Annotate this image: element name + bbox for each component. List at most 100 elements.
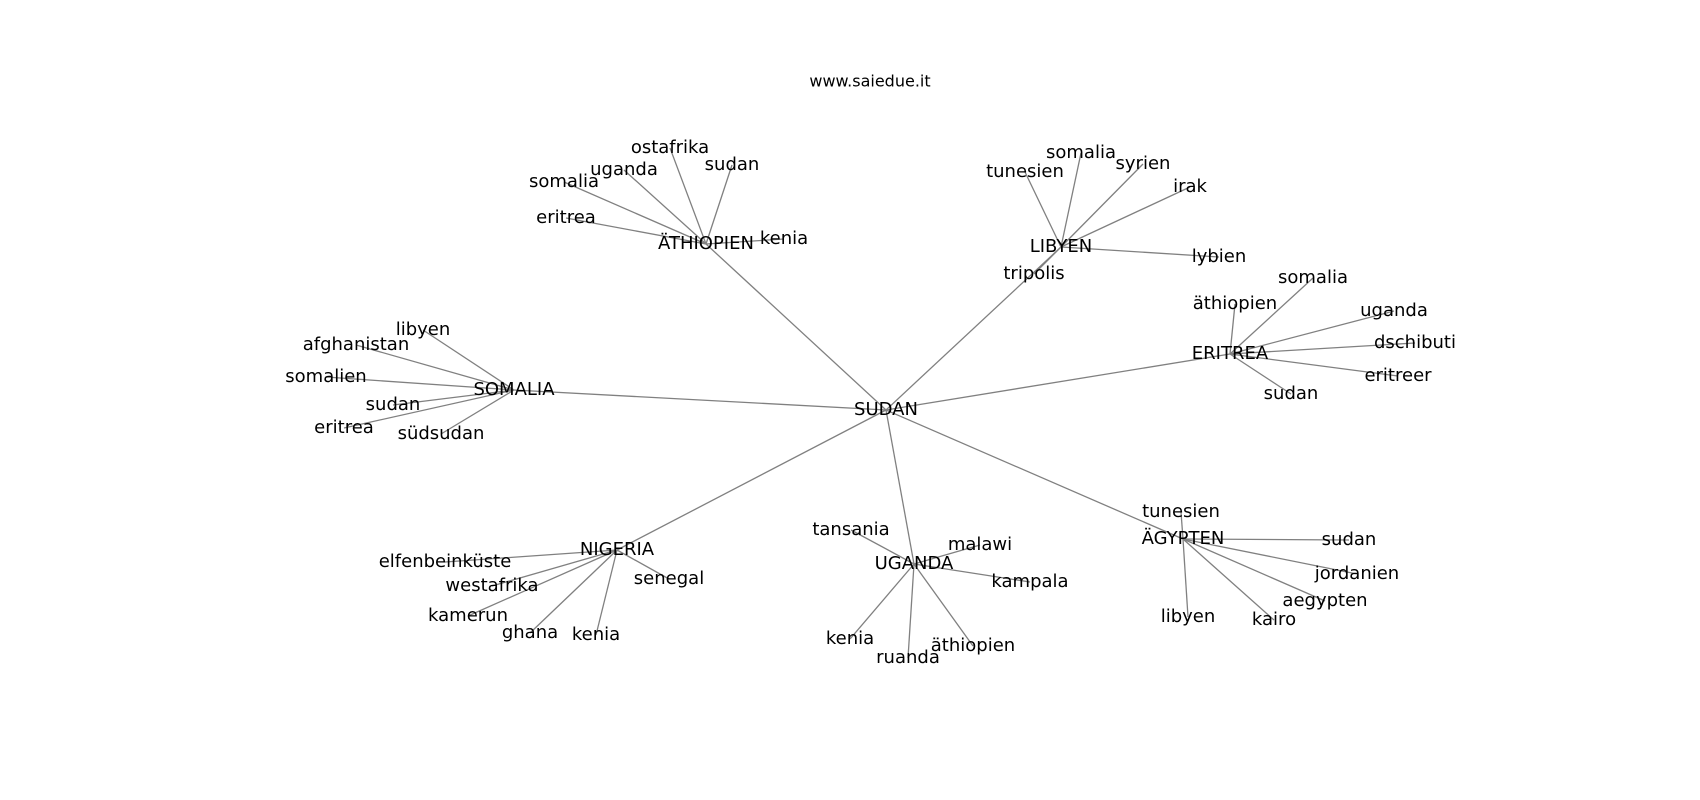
node-label-nig-ghana: ghana [502,622,558,643]
edge-sudan-uganda [885,409,915,565]
node-label-agy-libyen: libyen [1161,606,1216,627]
node-label-uga-malawi: malawi [948,534,1012,555]
edge-agypten-agy_aegypten [1182,538,1326,602]
edge-libyen-lib_tripolis [1033,246,1062,275]
edge-athiopien-ath_kenia [705,238,785,245]
edge-libyen-lib_somalia [1060,152,1082,248]
node-label-agy-aegypten: aegypten [1282,590,1367,611]
edge-nigeria-nig_ghana [529,549,618,634]
node-label-uga-ruanda: ruanda [876,647,940,668]
node-label-eri-somalia: somalia [1278,267,1348,288]
edge-agypten-agy_tunesien [1180,511,1184,540]
node-label-athiopien: ÄTHIOPIEN [658,233,754,254]
edge-somalia-som_afghanistan [355,344,515,391]
edge-sudan-eritrea [885,353,1231,411]
node-label-eri-sudan: sudan [1264,383,1319,404]
node-label-libyen: LIBYEN [1030,236,1093,257]
edge-uganda-uga_tansania [850,529,915,565]
edge-uganda-uga_kampala [913,563,1031,583]
node-label-agypten: ÄGYPTEN [1142,528,1225,549]
label-layer: SUDAN ÄTHIOPIEN LIBYEN ERITREA SOMALIA NIGERI… [285,137,1456,668]
node-label-som-eritrea: eritrea [314,417,374,438]
edge-somalia-som_somalien [325,376,515,391]
node-label-ath-uganda: uganda [590,159,658,180]
edge-eritrea-eri_dschibuti [1229,342,1416,355]
node-label-agy-kairo: kairo [1252,609,1296,630]
node-label-eritrea: ERITREA [1192,343,1269,364]
node-label-som-sudsudan: südsudan [398,423,485,444]
edge-eritrea-eri_sudan [1229,353,1292,395]
node-label-eri-uganda: uganda [1360,300,1428,321]
node-label-eri-eritreer: eritreer [1364,365,1432,386]
edge-athiopien-ath_eritrea [565,217,707,245]
node-label-ath-sudan: sudan [705,154,760,175]
node-label-som-afghanistan: afghanistan [303,334,410,355]
edge-eritrea-eri_uganda [1229,310,1395,355]
node-label-lib-tunesien: tunesien [986,161,1064,182]
node-label-lib-somalia: somalia [1046,142,1116,163]
edge-nigeria-nig_elfenbeinkuste [444,549,618,563]
node-label-agy-jordanien: jordanien [1314,563,1399,584]
edge-sudan-libyen [885,246,1062,411]
node-label-lib-tripolis: tripolis [1003,263,1064,284]
node-label-nig-senegal: senegal [634,568,704,589]
node-label-som-sudan: sudan [366,394,421,415]
edge-somalia-som_sudsudan [440,389,515,435]
node-label-ath-ostafrika: ostafrika [631,137,709,158]
edge-nigeria-nig_kenia [595,549,618,636]
edge-agypten-agy_jordanien [1182,538,1358,575]
node-label-lib-lybien: lybien [1192,246,1247,267]
edge-sudan-nigeria [616,409,887,551]
node-label-uga-tansania: tansania [812,519,889,540]
edge-uganda-uga_malawi [913,544,981,565]
node-label-lib-irak: irak [1173,176,1207,197]
node-label-agy-sudan: sudan [1322,529,1377,550]
node-label-sudan: SUDAN [854,399,918,420]
node-label-lib-syrien: syrien [1116,153,1171,174]
edge-athiopien-ath_somalia [563,181,707,245]
node-label-nig-kamerun: kamerun [428,605,508,626]
node-label-agy-tunesien: tunesien [1142,501,1220,522]
edge-nigeria-nig_kamerun [467,549,618,617]
edge-agypten-agy_kairo [1182,538,1275,621]
edge-sudan-somalia [513,389,887,411]
edge-eritrea-eri_athiopien [1229,303,1236,355]
node-label-som-libyen: libyen [396,319,451,340]
node-label-nigeria: NIGERIA [580,539,655,560]
edge-uganda-uga_ruanda [907,563,915,659]
edge-uganda-uga_kenia [849,563,915,640]
node-label-uganda: UGANDA [875,553,954,574]
edge-somalia-som_libyen [422,329,515,391]
node-label-ath-eritrea: eritrea [536,207,596,228]
node-label-ath-somalia: somalia [529,171,599,192]
node-label-nig-kenia: kenia [572,624,620,645]
edge-nigeria-nig_westafrika [491,549,618,587]
edge-sudan-agypten [885,409,1184,540]
edge-sudan-athiopien [705,243,887,411]
edge-nigeria-nig_senegal [616,549,670,580]
edge-uganda-uga_athiopien [913,563,974,647]
edge-layer [325,147,1416,659]
edge-athiopien-ath_sudan [705,164,733,245]
node-label-eri-dschibuti: dschibuti [1374,332,1456,353]
edge-agypten-agy_libyen [1182,538,1189,618]
node-label-uga-kenia: kenia [826,628,874,649]
node-label-uga-athiopien: äthiopien [931,635,1015,656]
node-label-eri-athiopien: äthiopien [1193,293,1277,314]
edge-libyen-lib_tunesien [1024,171,1062,248]
node-label-ath-kenia: kenia [760,228,808,249]
edge-somalia-som_sudan [392,389,515,406]
node-label-som-somalien: somalien [285,366,366,387]
edge-libyen-lib_irak [1060,186,1191,248]
edge-eritrea-eri_somalia [1229,277,1314,355]
edge-somalia-som_eritrea [343,389,515,429]
edge-athiopien-ath_uganda [623,169,707,245]
node-label-nig-westafrika: westafrika [445,575,538,596]
edge-libyen-lib_lybien [1060,246,1220,258]
node-label-uga-kampala: kampala [991,571,1068,592]
site-title: www.saiedue.it [809,72,930,91]
edge-athiopien-ath_ostafrika [669,147,707,245]
node-label-somalia: SOMALIA [473,379,555,400]
edge-agypten-agy_sudan [1182,538,1350,541]
